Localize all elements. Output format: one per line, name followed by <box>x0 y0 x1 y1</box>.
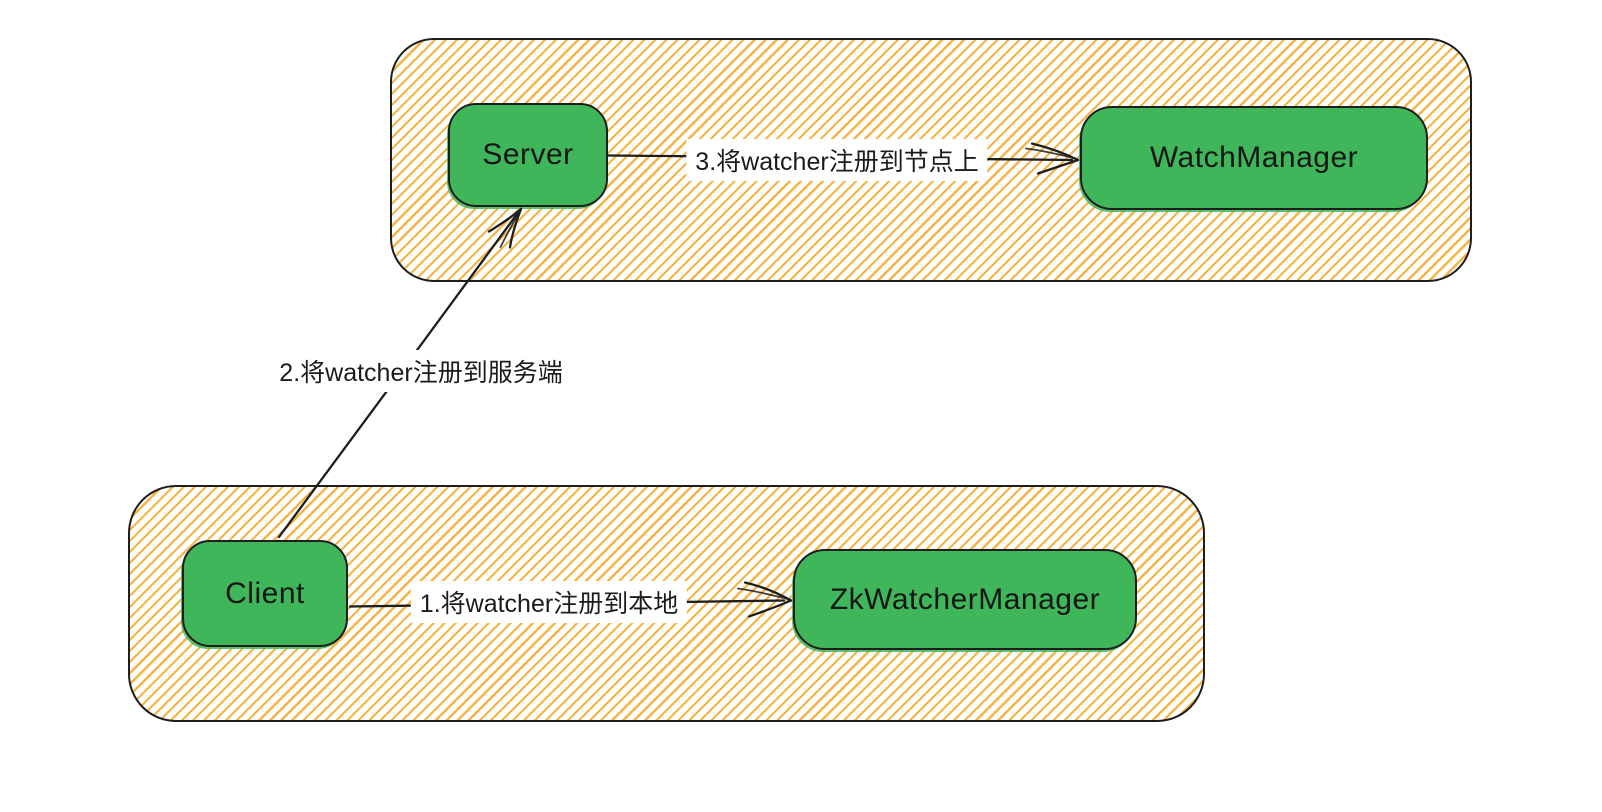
node-zk-watcher-manager: ZkWatcherManager <box>793 549 1137 650</box>
node-server: Server <box>448 103 608 207</box>
node-server-label: Server <box>482 138 574 171</box>
node-watch-manager-label: WatchManager <box>1149 141 1359 174</box>
edge-3-label: 3.将watcher注册到节点上 <box>686 139 988 181</box>
node-watch-manager: WatchManager <box>1080 106 1428 210</box>
node-client-label: Client <box>225 576 305 610</box>
edge-2-label: 2.将watcher注册到服务端 <box>270 350 572 392</box>
edge-1-label: 1.将watcher注册到本地 <box>410 581 688 623</box>
node-client: Client <box>182 540 348 647</box>
node-zk-watcher-manager-label: ZkWatcherManager <box>829 582 1101 616</box>
